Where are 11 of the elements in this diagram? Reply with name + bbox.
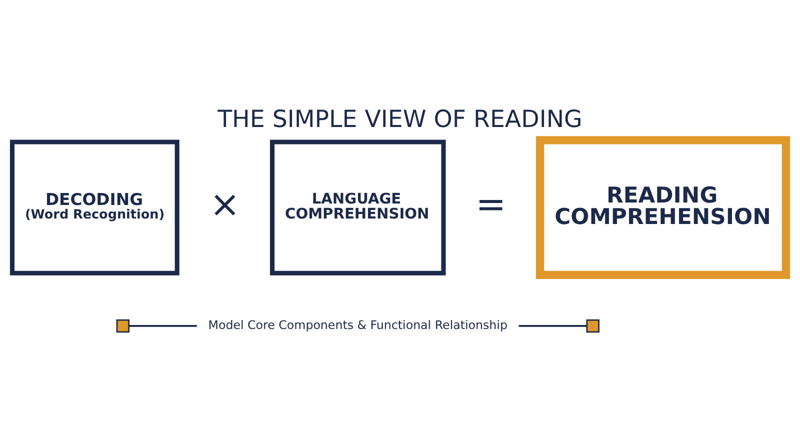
diagram-title: THE SIMPLE VIEW OF READING [218,105,582,134]
node-box: LANGUAGE COMPREHENSION [270,140,446,276]
node-box: DECODING (Word Recognition) [10,140,180,276]
node-box [586,319,600,333]
node-box [116,319,130,333]
label: × [210,182,240,226]
connector [128,325,197,327]
label: = [476,182,506,226]
node-text: Model Core Components & Functional Relationship [208,318,508,332]
node-box: READING COMPREHENSION [536,136,790,280]
connector [518,325,587,327]
